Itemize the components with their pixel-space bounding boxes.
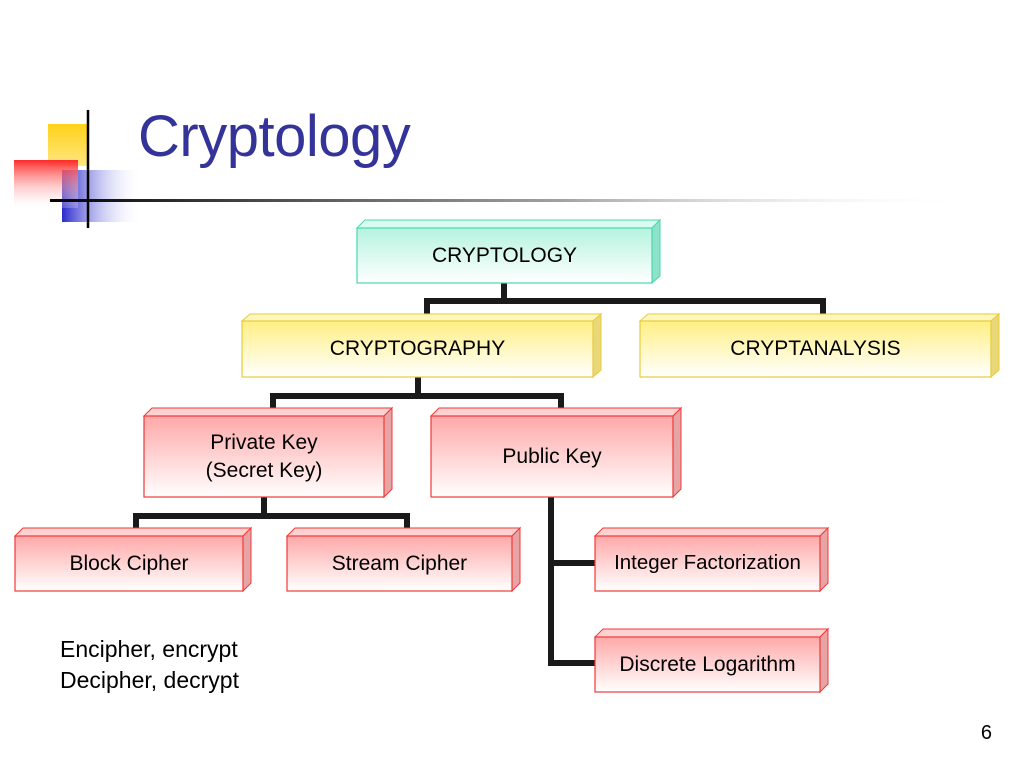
node-stream-cipher-shape	[285, 526, 522, 593]
node-private-key-shape	[142, 406, 394, 499]
node-cryptanalysis-shape	[638, 312, 1001, 379]
node-discrete-logarithm: Discrete Logarithm	[619, 652, 796, 676]
node-public-key-shape	[429, 406, 683, 499]
node-cryptanalysis: CRYPTANALYSIS	[730, 337, 901, 361]
connector-cryptology	[424, 283, 826, 320]
node-public-key: Public Key	[502, 444, 602, 468]
title-decoration	[14, 110, 970, 228]
node-integer-factorization-shape	[593, 526, 830, 593]
deco-yellow-square	[48, 124, 88, 166]
node-cryptology-shape	[355, 218, 662, 285]
node-stream-cipher: Stream Cipher	[331, 551, 468, 575]
title-underline	[50, 199, 970, 202]
node-cryptography: CRYPTOGRAPHY	[329, 337, 506, 361]
node-block-cipher: Block Cipher	[69, 551, 189, 575]
node-block-cipher-shape	[13, 526, 253, 593]
page-title: Cryptology	[138, 104, 411, 169]
node-integer-factorization: Integer Factorization	[614, 551, 801, 575]
node-cryptology: CRYPTOLOGY	[431, 243, 578, 267]
notes: Encipher, encrypt Decipher, decrypt	[60, 634, 239, 696]
note-encipher: Encipher, encrypt	[60, 636, 238, 662]
connectors	[133, 283, 826, 666]
connector-private-key	[133, 497, 410, 530]
node-cryptography-shape	[240, 312, 603, 379]
node-discrete-logarithm-shape	[593, 627, 830, 694]
page-number: 6	[980, 722, 992, 744]
connector-cryptography	[270, 376, 564, 410]
connector-public-key	[548, 497, 597, 666]
note-decipher: Decipher, decrypt	[60, 667, 239, 693]
node-private-key: Private Key (Secret Key)	[205, 431, 323, 482]
